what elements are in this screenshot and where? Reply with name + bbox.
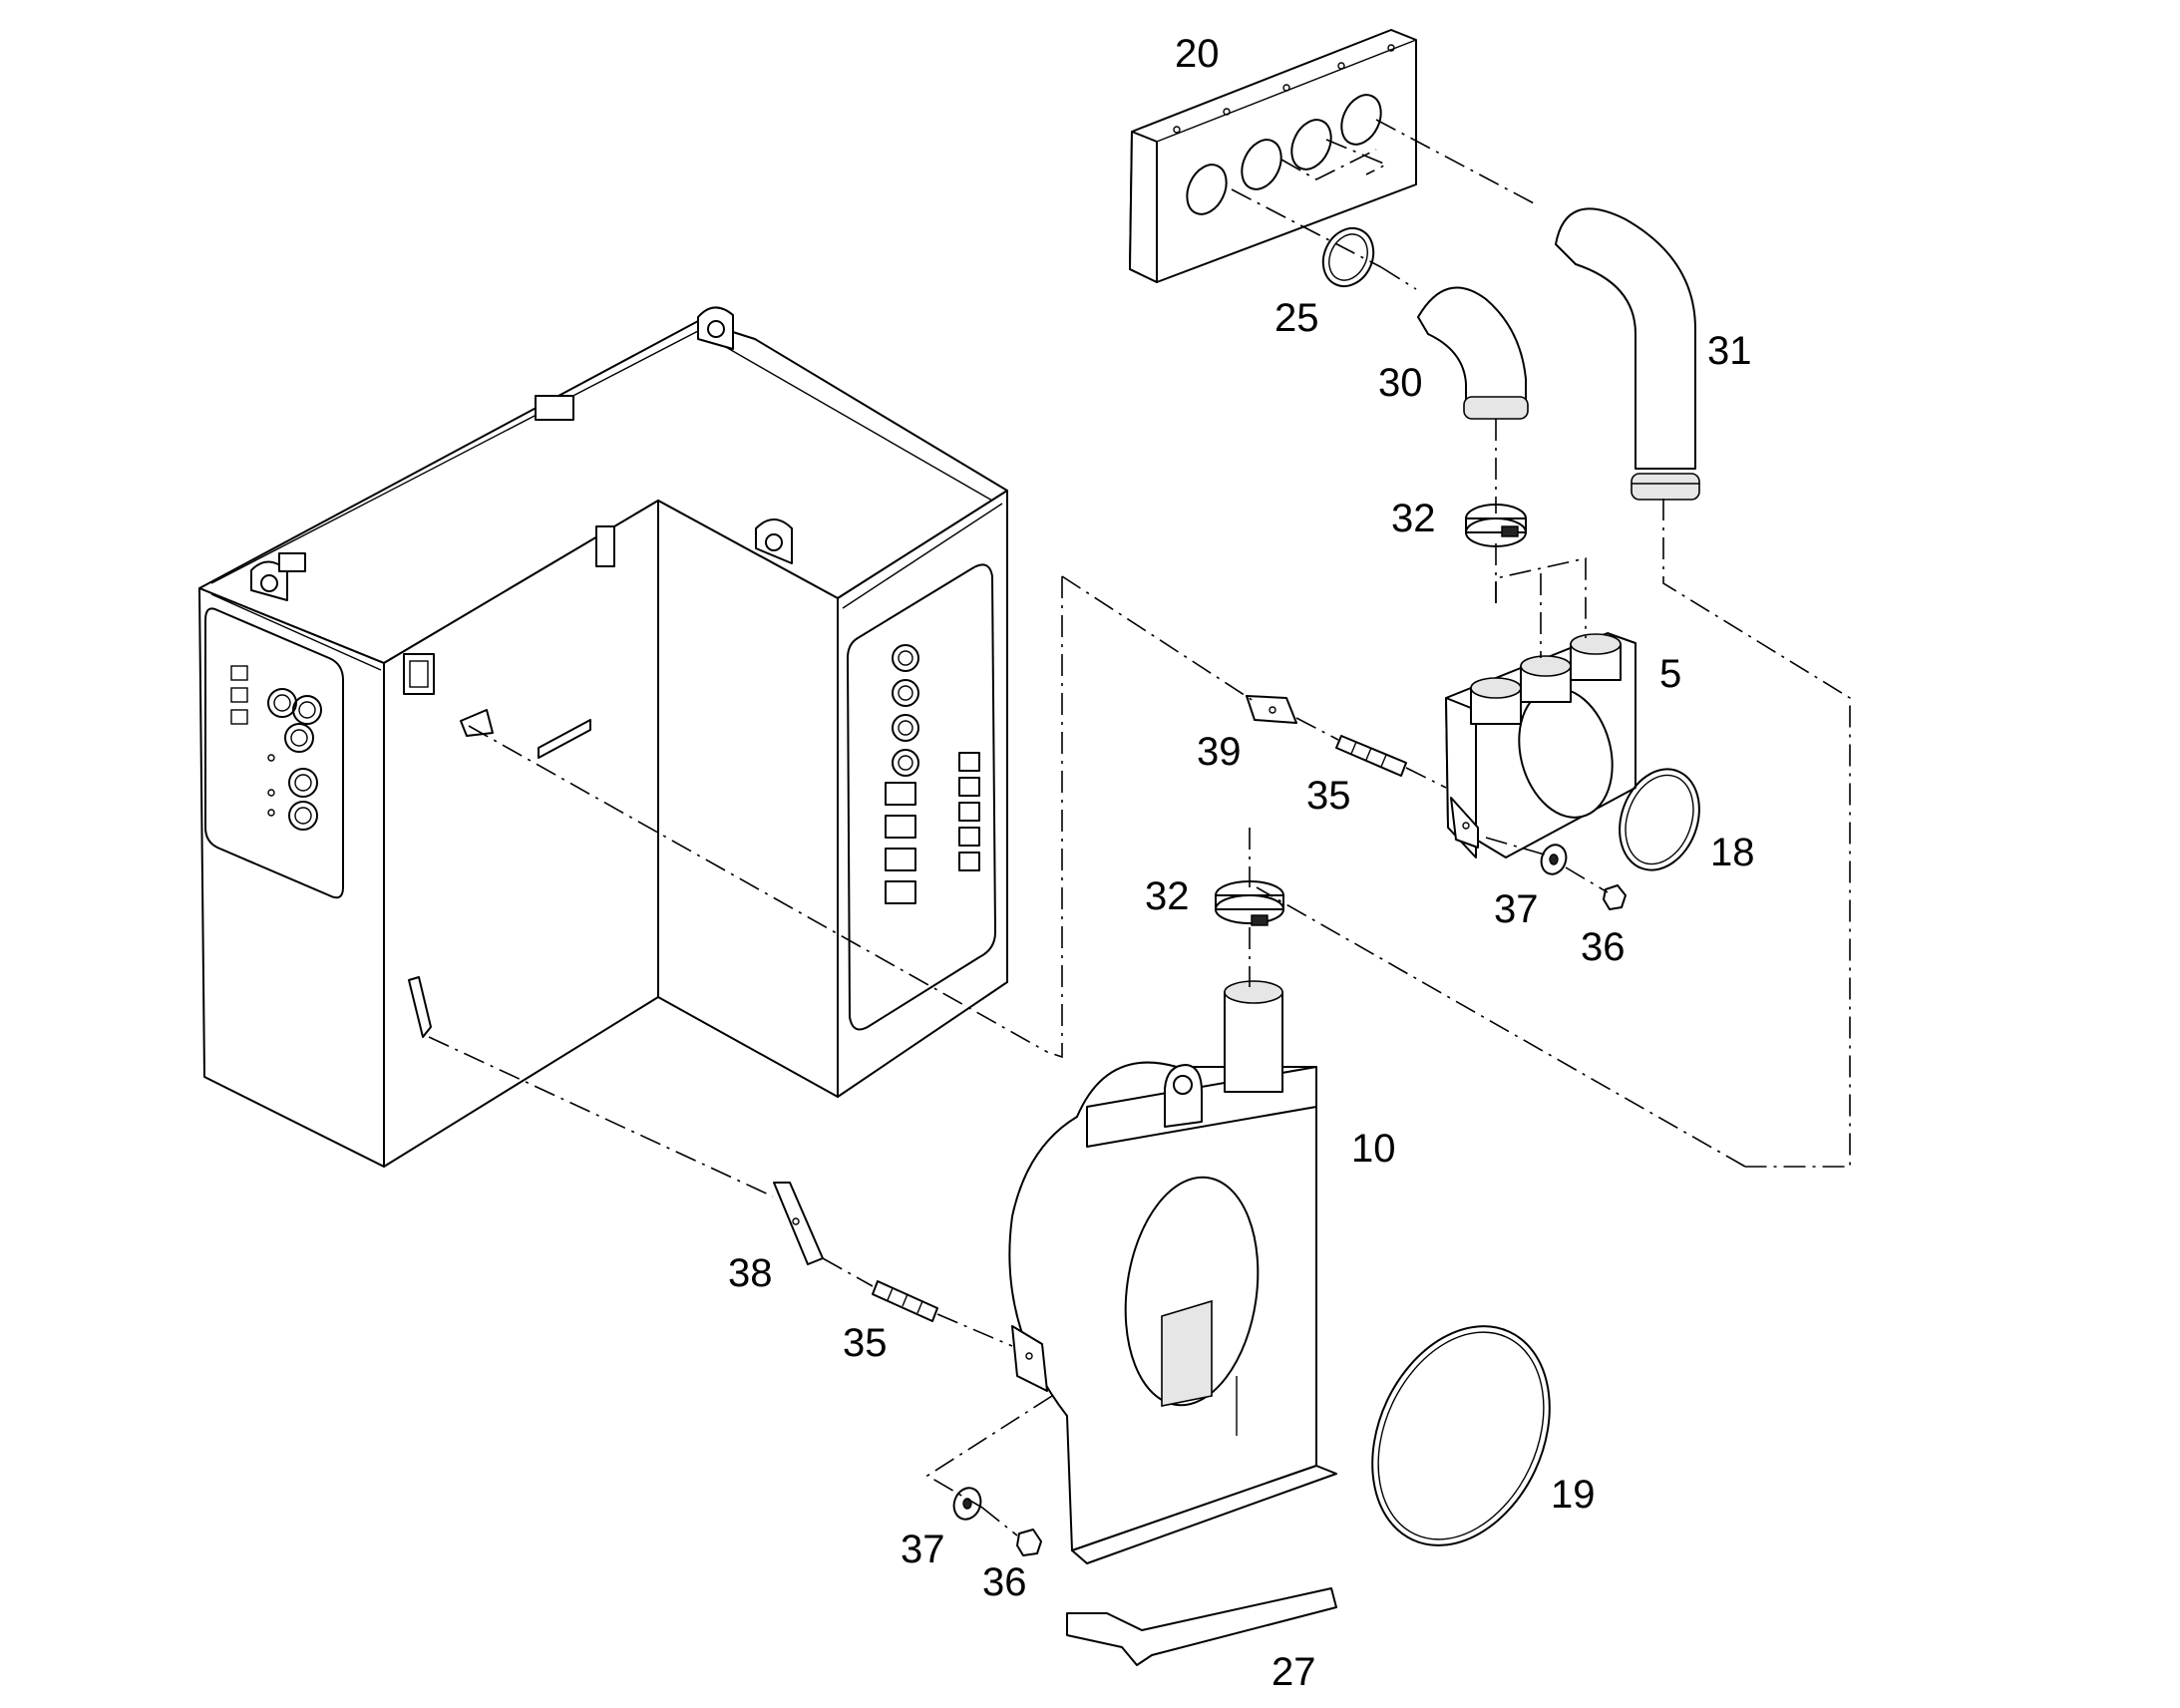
part-30-elbow-hose: [1417, 286, 1529, 420]
connector-socket-icon: [892, 644, 919, 777]
part-10-duct-housing: [1008, 980, 1337, 1564]
part-32-hose-clamp-upper: [1465, 504, 1527, 547]
callout-35-upper: 35: [1306, 774, 1351, 818]
callout-38: 38: [728, 1251, 773, 1295]
part-32-hose-clamp-middle: [1215, 880, 1284, 926]
lifting-eye-right: [755, 518, 793, 564]
callout-32-upper: 32: [1391, 497, 1436, 540]
right-connector-panel: [847, 563, 996, 1031]
part-36-nut-lower: [1016, 1529, 1042, 1556]
part-31-curved-hose: [1555, 207, 1700, 501]
part-36-nut-upper: [1603, 884, 1627, 910]
connector-gland-icon: [267, 688, 322, 831]
callout-35-lower: 35: [843, 1321, 888, 1365]
lifting-eye-top: [697, 306, 734, 350]
part-38-bracket: [773, 1182, 824, 1265]
callout-20: 20: [1175, 32, 1220, 76]
callout-36-lower: 36: [982, 1560, 1027, 1604]
callout-37-lower: 37: [901, 1528, 945, 1571]
part-37-washer-lower: [952, 1487, 982, 1521]
callout-25: 25: [1274, 296, 1319, 340]
callout-36-upper: 36: [1581, 925, 1626, 969]
part-19-large-ring: [1371, 1325, 1551, 1546]
callout-5: 5: [1659, 652, 1681, 696]
lifting-eye-left: [250, 560, 288, 601]
callout-31: 31: [1707, 329, 1752, 373]
part-27-bottom-strip: [1066, 1587, 1337, 1666]
callout-19: 19: [1551, 1473, 1596, 1517]
cabinet-housing: [198, 306, 1008, 1168]
callout-18: 18: [1710, 831, 1755, 874]
callout-39: 39: [1197, 730, 1242, 774]
callout-32-middle: 32: [1145, 874, 1190, 918]
callout-27: 27: [1272, 1650, 1316, 1694]
callout-10: 10: [1351, 1127, 1396, 1171]
part-20-plate: [1129, 29, 1417, 283]
part-25-o-ring: [1321, 226, 1375, 288]
callout-labels: 20 25 30 31 32 5 39 35 18 32 37 36 10 38…: [728, 32, 1755, 1694]
part-37-washer-upper: [1540, 844, 1568, 875]
callout-30: 30: [1378, 361, 1423, 405]
assembly-leader-lines: [428, 119, 1851, 1537]
left-connector-panel: [204, 607, 344, 899]
callout-37-upper: 37: [1494, 887, 1539, 931]
part-39-bracket: [1246, 695, 1297, 724]
part-35-stud-upper: [1335, 735, 1407, 777]
part-35-stud-lower: [872, 1280, 938, 1322]
part-5-manifold-box: [1445, 632, 1636, 858]
terminal-block-icon: [885, 752, 980, 904]
part-18-gasket-ring: [1619, 768, 1700, 871]
